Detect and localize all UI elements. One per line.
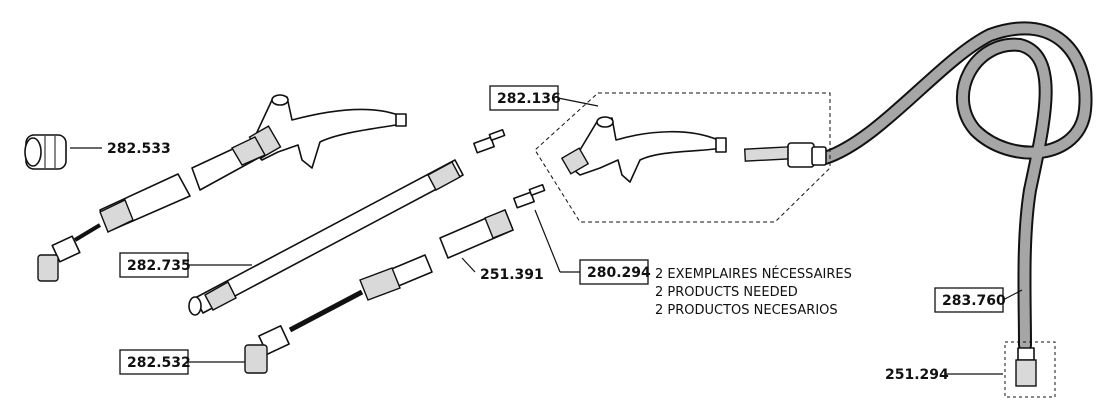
part-label-283760: 283.760 (942, 293, 1006, 309)
hose-connector-251294 (1004, 341, 1056, 398)
label-box (489, 85, 559, 111)
part-label-282533: 282.533 (107, 141, 171, 157)
label-box (119, 252, 189, 278)
lance-251391 (244, 209, 514, 374)
quantity-note-fr: 2 EXEMPLAIRES NÉCESSAIRES (655, 266, 852, 282)
quantity-note-es: 2 PRODUCTOS NECESARIOS (655, 303, 838, 318)
quantity-note-en: 2 PRODUCTS NEEDED (655, 285, 798, 300)
assembly-outline-282136 (534, 92, 831, 223)
part-label-282735: 282.735 (127, 258, 191, 274)
nut-282533 (24, 134, 67, 170)
label-box (119, 349, 189, 375)
hose-283760 (818, 21, 1093, 352)
label-box (934, 287, 1004, 313)
hose-fitting (743, 142, 827, 168)
part-label-280294: 280.294 (587, 265, 651, 281)
spray-gun-left (37, 94, 407, 282)
spray-gun-282136 (560, 116, 727, 183)
part-label-251391: 251.391 (480, 267, 544, 283)
leader-lines (70, 97, 1023, 375)
part-label-251294: 251.294 (885, 367, 949, 383)
connector-280294 (473, 128, 546, 209)
part-label-282532: 282.532 (127, 355, 191, 371)
extension-lance-282735 (188, 159, 464, 316)
label-box (579, 259, 649, 285)
part-label-282136: 282.136 (497, 91, 561, 107)
